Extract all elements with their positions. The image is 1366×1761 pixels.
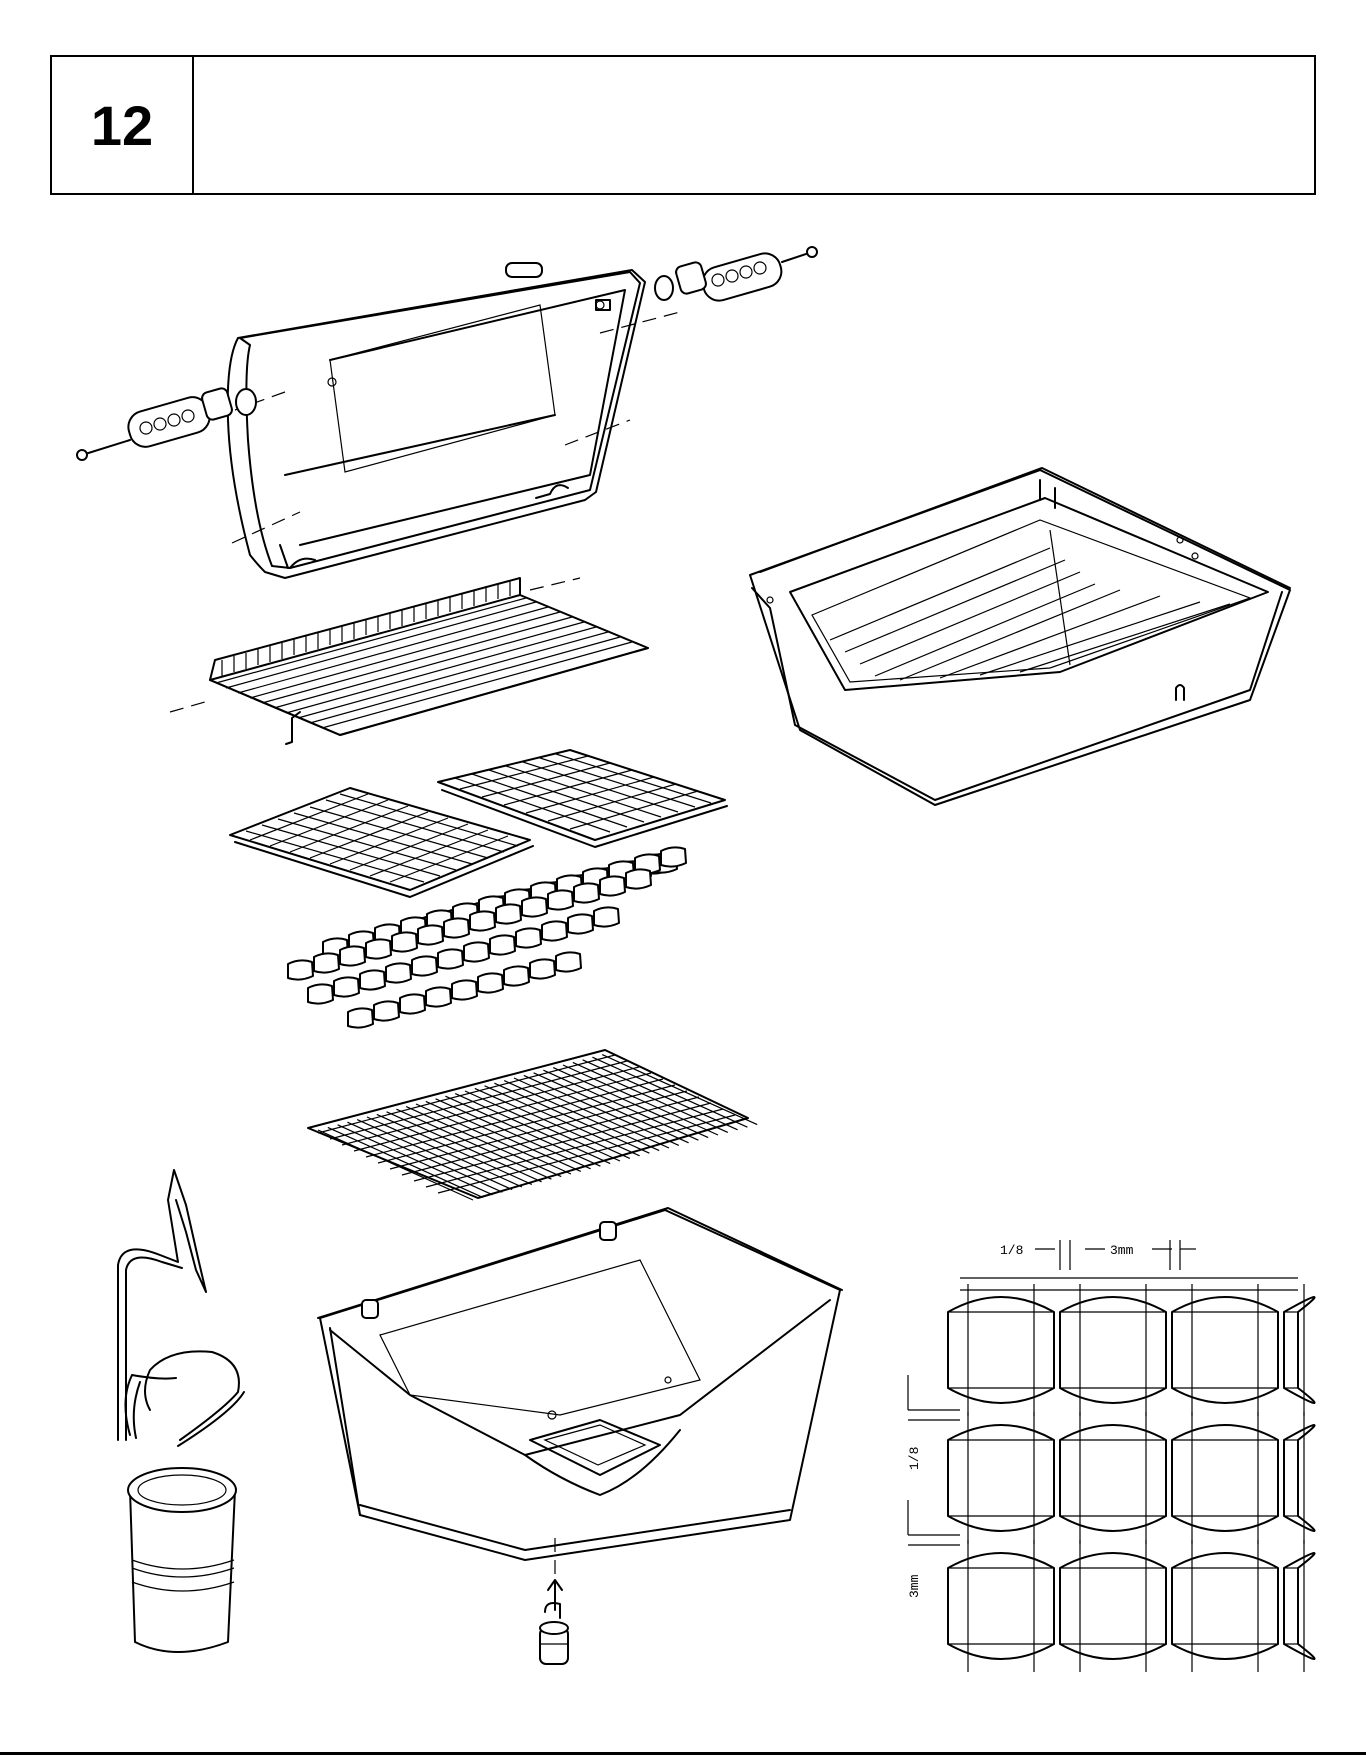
- briquette: [386, 963, 411, 982]
- briquette-cell: [1172, 1297, 1278, 1403]
- briquette-cell: [948, 1553, 1054, 1659]
- briquette-cell: [1060, 1425, 1166, 1531]
- warming-rack: [170, 578, 648, 744]
- briquette: [516, 928, 541, 947]
- firebox-base: [318, 1208, 842, 1580]
- briquette: [334, 977, 359, 996]
- lid-handle-right: [655, 247, 817, 304]
- briquette: [366, 939, 391, 958]
- briquette-cell: [1060, 1297, 1166, 1403]
- briquette-cell: [1284, 1297, 1315, 1403]
- briquette-grate: [308, 1050, 757, 1200]
- briquette: [600, 876, 625, 895]
- briquette: [288, 960, 313, 979]
- ceramic-briquettes: [288, 847, 686, 1027]
- cooking-grid-left: [230, 788, 533, 897]
- briquette: [418, 925, 443, 944]
- briquette-spacing-detail: 1/8 3mm 1/8 3mm: [907, 1240, 1315, 1672]
- briquette: [374, 1001, 399, 1020]
- briquette: [574, 883, 599, 902]
- briquette: [568, 914, 593, 933]
- briquette-cell: [1284, 1425, 1315, 1531]
- briquette: [444, 918, 469, 937]
- briquette: [438, 949, 463, 968]
- dim-label-top-right: 3mm: [1110, 1243, 1134, 1258]
- briquette: [426, 987, 451, 1006]
- briquette: [412, 956, 437, 975]
- dim-label-side-lower: 3mm: [907, 1574, 922, 1598]
- briquette: [542, 921, 567, 940]
- briquette: [661, 847, 686, 866]
- briquette: [452, 980, 477, 999]
- briquette: [314, 953, 339, 972]
- briquette: [308, 984, 333, 1003]
- briquette: [548, 890, 573, 909]
- briquette-cell: [1172, 1553, 1278, 1659]
- dim-label-side-upper: 1/8: [907, 1447, 922, 1470]
- briquette: [340, 946, 365, 965]
- assembled-grill-view: [750, 468, 1290, 805]
- page-bottom-rule: [0, 1752, 1366, 1755]
- briquette: [594, 907, 619, 926]
- briquette: [392, 932, 417, 951]
- briquette: [360, 970, 385, 989]
- grill-lid: [228, 263, 680, 578]
- briquette: [496, 904, 521, 923]
- briquette-cell: [1060, 1553, 1166, 1659]
- briquette-cell: [948, 1297, 1054, 1403]
- briquette-cell: [1284, 1553, 1315, 1659]
- briquette: [348, 1008, 373, 1027]
- briquette-cell: [1172, 1425, 1278, 1531]
- briquette: [470, 911, 495, 930]
- drain-fitting: [540, 1580, 568, 1664]
- briquette: [504, 966, 529, 985]
- briquette: [464, 942, 489, 961]
- briquette: [490, 935, 515, 954]
- briquette: [478, 973, 503, 992]
- grease-cup: [128, 1468, 236, 1652]
- briquette: [626, 869, 651, 888]
- dim-label-top-left: 1/8: [1000, 1243, 1023, 1258]
- wire-clip: [118, 1170, 244, 1446]
- briquette: [400, 994, 425, 1013]
- briquette: [530, 959, 555, 978]
- briquette-cell: [948, 1425, 1054, 1531]
- briquette: [522, 897, 547, 916]
- briquette: [556, 952, 581, 971]
